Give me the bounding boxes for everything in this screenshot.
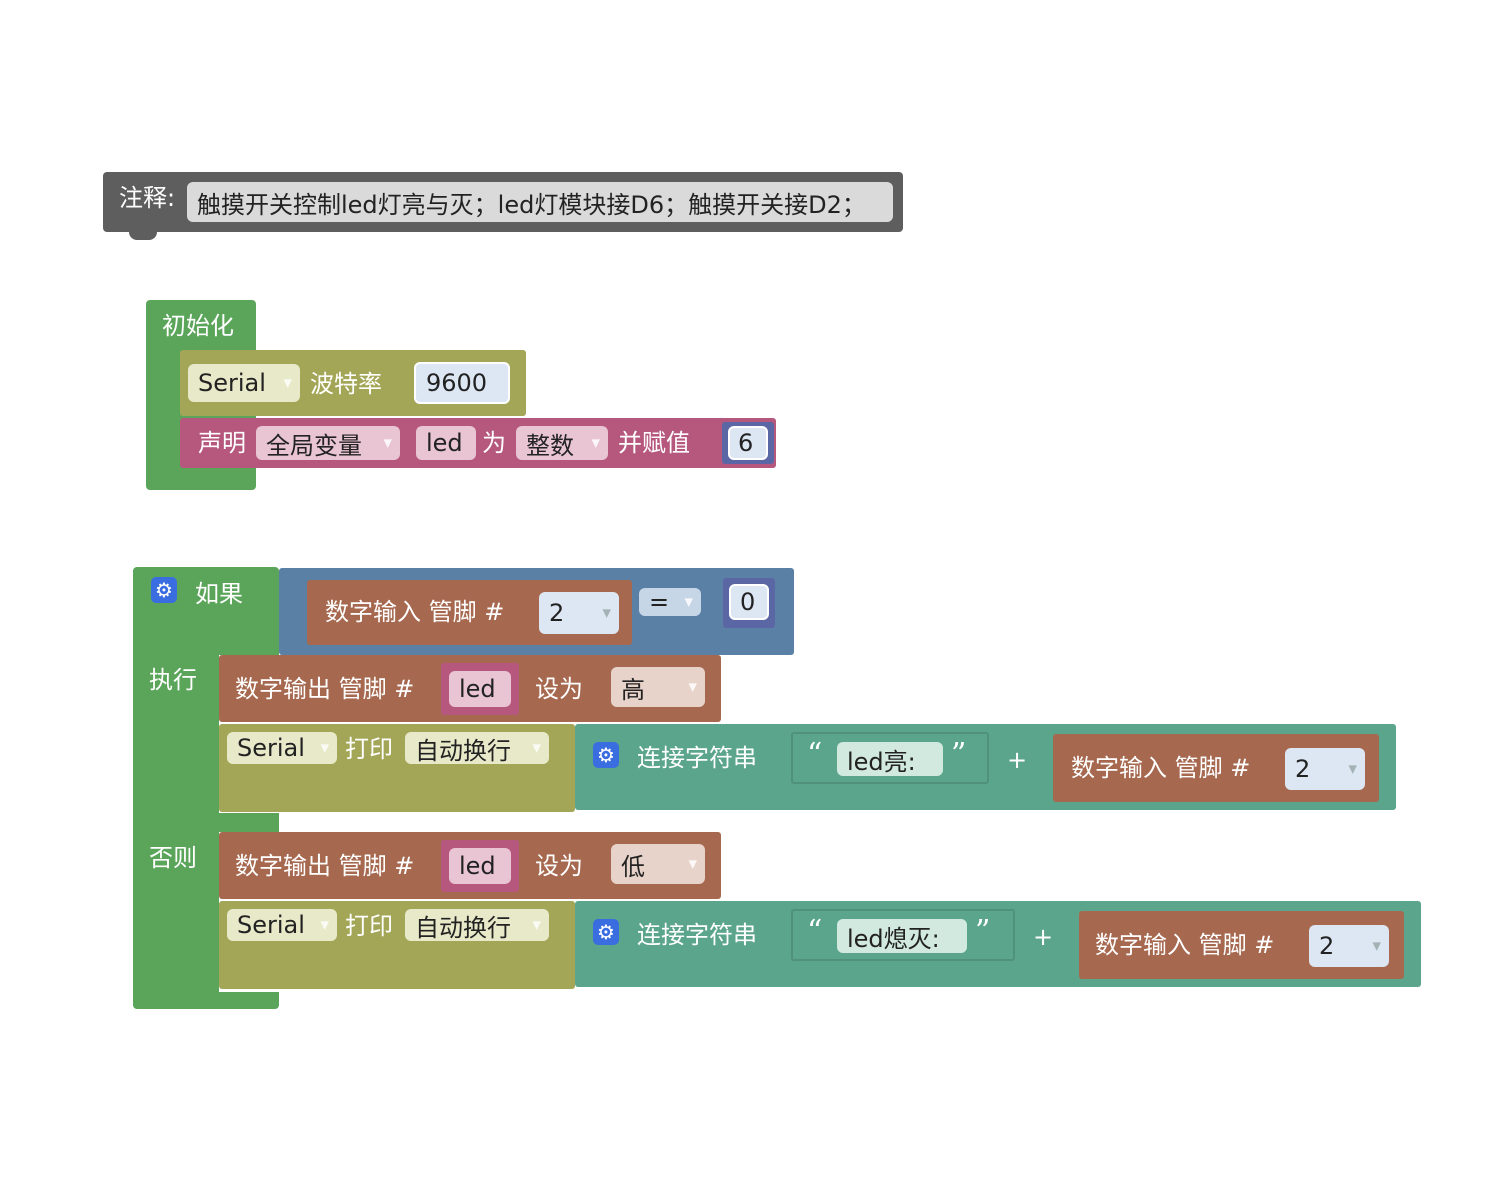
digital-read-block[interactable]: 数字输入 管脚 # 2 ▼ — [1079, 911, 1404, 979]
gear-icon[interactable]: ⚙ — [593, 742, 619, 768]
digital-write-block[interactable]: 数字输出 管脚 # led 设为 高 ▼ — [219, 655, 721, 722]
variable-field[interactable]: led — [449, 848, 511, 884]
declare-variable-block[interactable]: 声明 全局变量 ▼ led 为 整数 ▼ 并赋值 6 — [180, 418, 776, 468]
dropdown-arrow-icon: ▼ — [602, 606, 611, 620]
digital-write-label: 数字输出 管脚 # — [235, 675, 415, 703]
serial-port-value: Serial — [198, 369, 266, 397]
concat-text-block[interactable]: ⚙ 连接字符串 “ led熄灭: ” + 数字输入 管脚 # 2 ▼ — [575, 901, 1421, 987]
digital-read-block[interactable]: 数字输入 管脚 # 2 ▼ — [1053, 734, 1379, 802]
plus-label: + — [1033, 923, 1054, 951]
digital-read-label: 数字输入 管脚 # — [1095, 931, 1275, 959]
text-value-field[interactable]: led亮: — [837, 742, 943, 776]
dropdown-arrow-icon: ▼ — [1372, 939, 1381, 953]
print-mode-value: 自动换行 — [415, 736, 511, 765]
concat-label: 连接字符串 — [637, 921, 757, 949]
digital-write-block[interactable]: 数字输出 管脚 # led 设为 低 ▼ — [219, 832, 721, 899]
assign-label: 并赋值 — [618, 429, 690, 457]
operator-value: = — [649, 588, 670, 616]
dropdown-arrow-icon: ▼ — [591, 436, 600, 450]
if-label: 如果 — [195, 580, 243, 608]
pin-value: 2 — [1319, 932, 1335, 960]
plus-label: + — [1007, 746, 1028, 774]
pin-value: 2 — [1295, 755, 1311, 783]
level-dropdown[interactable]: 低 ▼ — [611, 844, 705, 884]
pin-dropdown[interactable]: 2 ▼ — [539, 592, 619, 634]
as-label: 为 — [482, 429, 506, 457]
gear-icon[interactable]: ⚙ — [593, 919, 619, 945]
dropdown-arrow-icon: ▼ — [320, 918, 329, 932]
dropdown-arrow-icon: ▼ — [283, 376, 292, 390]
dropdown-arrow-icon: ▼ — [383, 436, 392, 450]
open-quote-icon: “ — [807, 737, 823, 772]
serial-print-block[interactable]: Serial ▼ 打印 自动换行 ▼ — [219, 901, 575, 989]
level-dropdown[interactable]: 高 ▼ — [611, 667, 705, 707]
level-value: 高 — [621, 675, 645, 704]
number-block[interactable]: 6 — [722, 422, 774, 464]
close-quote-icon: ” — [975, 914, 991, 949]
concat-label: 连接字符串 — [637, 744, 757, 772]
pin-dropdown[interactable]: 2 ▼ — [1285, 748, 1365, 790]
number-value-field[interactable]: 6 — [728, 426, 768, 460]
baud-label: 波特率 — [310, 370, 382, 398]
digital-read-block[interactable]: 数字输入 管脚 # 2 ▼ — [307, 580, 632, 645]
digital-read-label: 数字输入 管脚 # — [1071, 754, 1251, 782]
serial-port-dropdown[interactable]: Serial ▼ — [227, 909, 337, 941]
variable-field[interactable]: led — [449, 671, 511, 707]
dropdown-arrow-icon: ▼ — [1348, 762, 1357, 776]
dropdown-arrow-icon: ▼ — [532, 918, 541, 932]
text-block[interactable]: “ led亮: ” — [791, 732, 989, 784]
comment-text-field[interactable]: 触摸开关控制led灯亮与灭；led灯模块接D6；触摸开关接D2； — [187, 182, 893, 222]
serial-port-dropdown[interactable]: Serial ▼ — [227, 732, 337, 764]
operator-dropdown[interactable]: = ▼ — [639, 588, 701, 616]
gear-icon[interactable]: ⚙ — [151, 577, 177, 603]
open-quote-icon: “ — [807, 914, 823, 949]
scope-value: 全局变量 — [266, 431, 362, 460]
dropdown-arrow-icon: ▼ — [684, 595, 693, 609]
digital-read-label: 数字输入 管脚 # — [325, 598, 505, 626]
scope-dropdown[interactable]: 全局变量 ▼ — [256, 426, 400, 460]
serial-begin-block[interactable]: Serial ▼ 波特率 9600 — [180, 350, 526, 416]
set-label: 设为 — [535, 852, 583, 880]
type-dropdown[interactable]: 整数 ▼ — [516, 426, 608, 460]
pin-value: 2 — [549, 599, 565, 627]
serial-port-value: Serial — [237, 911, 305, 939]
variable-name-field[interactable]: led — [416, 426, 476, 460]
set-label: 设为 — [535, 675, 583, 703]
else-label: 否则 — [149, 844, 197, 872]
print-label: 打印 — [345, 912, 393, 940]
comment-notch — [129, 230, 157, 240]
pin-dropdown[interactable]: 2 ▼ — [1309, 925, 1389, 967]
close-quote-icon: ” — [951, 737, 967, 772]
dropdown-arrow-icon: ▼ — [320, 741, 329, 755]
declare-label: 声明 — [198, 429, 246, 457]
variable-block[interactable]: led — [441, 663, 519, 715]
dropdown-arrow-icon: ▼ — [688, 680, 697, 694]
level-value: 低 — [621, 852, 645, 881]
number-value-field[interactable]: 0 — [729, 584, 769, 620]
compare-block[interactable]: 数字输入 管脚 # 2 ▼ = ▼ 0 — [279, 568, 794, 655]
print-mode-dropdown[interactable]: 自动换行 ▼ — [405, 909, 549, 942]
text-block[interactable]: “ led熄灭: ” — [791, 909, 1015, 961]
do-label: 执行 — [149, 666, 197, 694]
comment-label: 注释: — [119, 184, 176, 212]
concat-text-block[interactable]: ⚙ 连接字符串 “ led亮: ” + 数字输入 管脚 # 2 ▼ — [575, 724, 1396, 810]
serial-port-dropdown[interactable]: Serial ▼ — [188, 364, 300, 402]
dropdown-arrow-icon: ▼ — [688, 857, 697, 871]
digital-write-label: 数字输出 管脚 # — [235, 852, 415, 880]
variable-block[interactable]: led — [441, 840, 519, 892]
setup-title: 初始化 — [162, 312, 234, 340]
baud-value-field[interactable]: 9600 — [414, 362, 510, 404]
serial-port-value: Serial — [237, 734, 305, 762]
print-mode-value: 自动换行 — [415, 913, 511, 942]
dropdown-arrow-icon: ▼ — [532, 741, 541, 755]
comment-block[interactable]: 注释: 触摸开关控制led灯亮与灭；led灯模块接D6；触摸开关接D2； — [103, 172, 903, 240]
serial-print-block[interactable]: Serial ▼ 打印 自动换行 ▼ — [219, 724, 575, 812]
print-mode-dropdown[interactable]: 自动换行 ▼ — [405, 732, 549, 765]
number-block[interactable]: 0 — [723, 578, 775, 628]
type-value: 整数 — [526, 431, 574, 460]
text-value-field[interactable]: led熄灭: — [837, 919, 967, 953]
print-label: 打印 — [345, 735, 393, 763]
